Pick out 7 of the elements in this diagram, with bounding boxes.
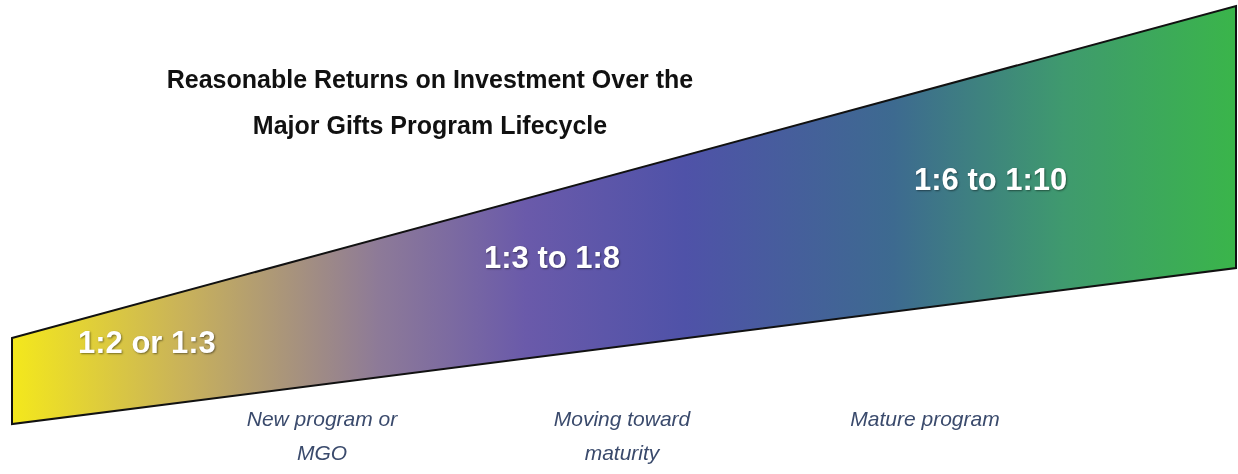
stage-label: Moving toward maturity: [552, 406, 692, 466]
ratio-label: 1:3 to 1:8: [484, 240, 621, 276]
ratio-label: 1:2 or 1:3: [78, 325, 216, 361]
ratio-label: 1:6 to 1:10: [914, 162, 1068, 198]
stage-label: Mature program: [849, 406, 1001, 432]
title: Reasonable Returns on Investment Over the Major Gifts Program Lifecycle: [165, 64, 695, 141]
stage-label: New program or MGO: [245, 406, 399, 466]
